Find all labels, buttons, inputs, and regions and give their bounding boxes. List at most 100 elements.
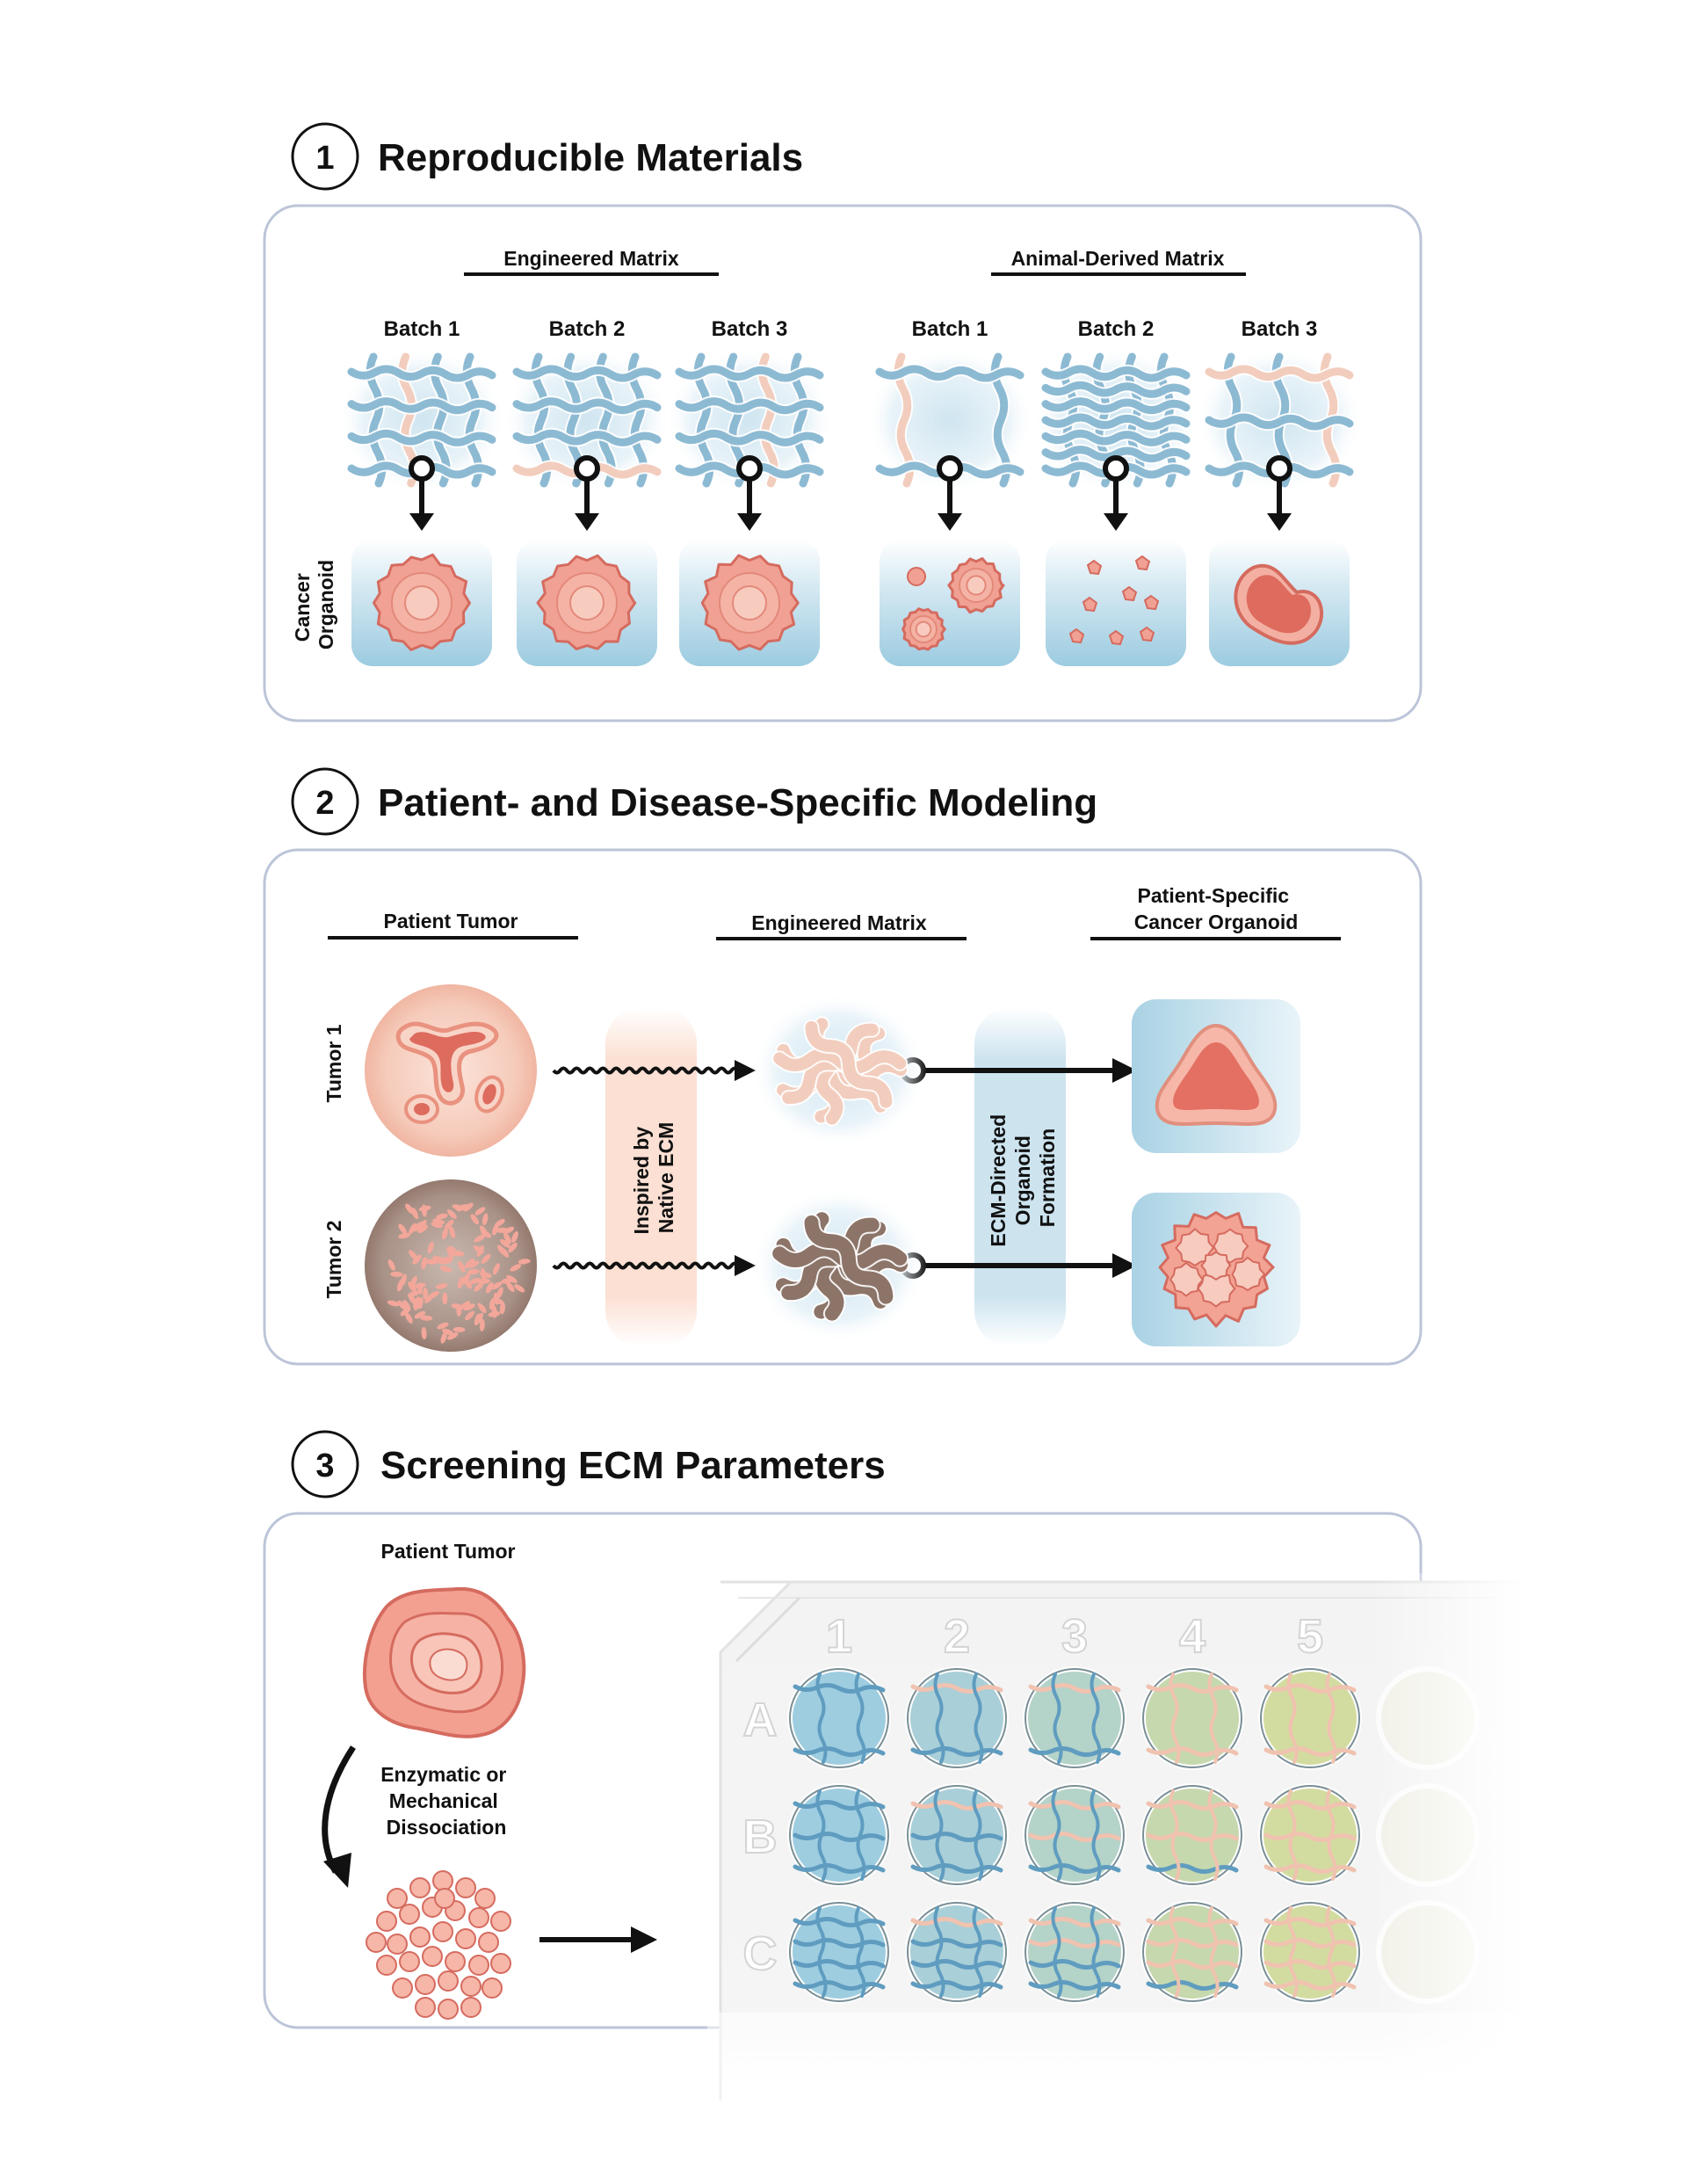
fiber [1205,413,1354,431]
arrowhead [1112,1253,1137,1278]
section-2: 2 Patient- and Disease-Specific Modeling… [263,767,1423,1366]
tumor-cell [508,1242,518,1253]
plate-well [787,1783,891,1887]
tumor-cell [499,1238,510,1248]
organoid-small [907,567,926,586]
tumor-cell [432,1218,445,1225]
tumor-cell [440,1256,453,1263]
well-rim [907,1785,1007,1885]
organoid-core [404,585,439,620]
tumor-cell [452,1204,465,1211]
well-fiber [1146,1938,1239,1948]
fiber [1041,365,1191,382]
dissociated-cell [478,1932,499,1953]
section-1-number-circle [291,122,359,191]
well-fiber [1146,1800,1239,1810]
tumor-cell [412,1254,422,1265]
tumor-cell [492,1223,499,1236]
tumor-cell [492,1263,500,1275]
well-fiber [1028,1863,1121,1874]
dissociated-cell [460,1997,481,2018]
tumor-cell [453,1326,466,1332]
well-fiber [1028,1746,1121,1757]
plate-row-label: B [743,1810,778,1863]
tumor-cell [425,1259,438,1265]
tumor-cell [479,1225,489,1237]
batch-label: Batch 3 [1242,317,1318,341]
tumor-1-label: Tumor 1 [322,1024,345,1102]
connector-node [409,455,435,482]
dissociated-cell [468,1907,489,1928]
tumor-cell [467,1268,480,1275]
fiber [1041,446,1191,463]
well-fiber [854,1672,866,1764]
fiber [347,397,496,415]
tumor-cell [409,1223,417,1235]
dissociated-cell [376,1911,397,1932]
tumor-cell [397,1300,408,1310]
tumor-cell [503,1232,511,1244]
organoid-outline [1200,1251,1232,1281]
batch-label: Batch 2 [1078,317,1155,341]
tumor-cell [416,1296,423,1309]
squiggle-arrow [552,1066,740,1075]
tumor-cell [486,1281,494,1294]
tile-background [880,540,1020,666]
well-rim [1025,1668,1125,1768]
section-1-title: Reproducible Materials [378,136,803,179]
organoid-core [732,585,767,620]
section-1: 1 Reproducible Materials Engineered Matr… [263,122,1423,722]
plate-well [1140,1666,1244,1770]
tumor-cell [451,1303,464,1310]
organoid-outline [1197,1269,1236,1308]
dissociated-cell [409,1877,431,1898]
tumor-cell [414,1310,426,1319]
tumor-cell [463,1202,474,1212]
tumor-cell [518,1259,531,1265]
tumor-cell [477,1278,490,1284]
tumor-cell [479,1318,485,1331]
tumor-cell [441,1227,448,1240]
organoid-cluster [1158,1211,1275,1328]
fiber-mesh [666,348,833,492]
plate-column-label: 3 [1061,1610,1088,1663]
organoid-core [915,620,932,638]
plate-column-label: 1 [826,1610,852,1663]
tumor-cell [499,1302,505,1315]
well-fiber [793,1863,886,1874]
plate-column-label: 5 [1297,1610,1323,1663]
dissociated-cell [387,1888,408,1909]
plate-column-label: 2 [944,1610,970,1663]
tumor-cell [435,1283,448,1289]
dissociated-cell [434,1888,455,1909]
dissociated-cell [399,1951,420,1972]
plate-well [1140,1900,1244,2004]
arrowhead [1267,513,1292,531]
tumor-cell [423,1288,429,1300]
plate-well [1258,1666,1362,1770]
plate-well [1258,1900,1362,2004]
well-fiber [910,1938,1003,1948]
arrowhead [575,513,599,531]
well-fiber [1325,1789,1337,1881]
animal-derived-matrix-header: Animal-Derived Matrix [1011,247,1225,270]
tumor-cell [470,1214,480,1225]
fiber [675,365,824,382]
tumor-cell [476,1245,484,1257]
tumor-cell [387,1259,395,1271]
tumor-cell [490,1281,503,1290]
well-fiber [793,1800,886,1810]
batch-to-organoid-arrows [409,455,1292,531]
patient-tumor-mass [363,1586,526,1738]
tumor-cell [411,1208,419,1220]
tumor-cell [446,1246,454,1259]
organoid-fragment [1134,555,1151,571]
tumor-cell [496,1227,509,1233]
well-fiber [1169,1672,1181,1764]
well-rim [1260,1785,1360,1885]
tumor-cell [449,1226,456,1238]
well-fiber [1263,1800,1357,1810]
fiber [804,1215,894,1304]
